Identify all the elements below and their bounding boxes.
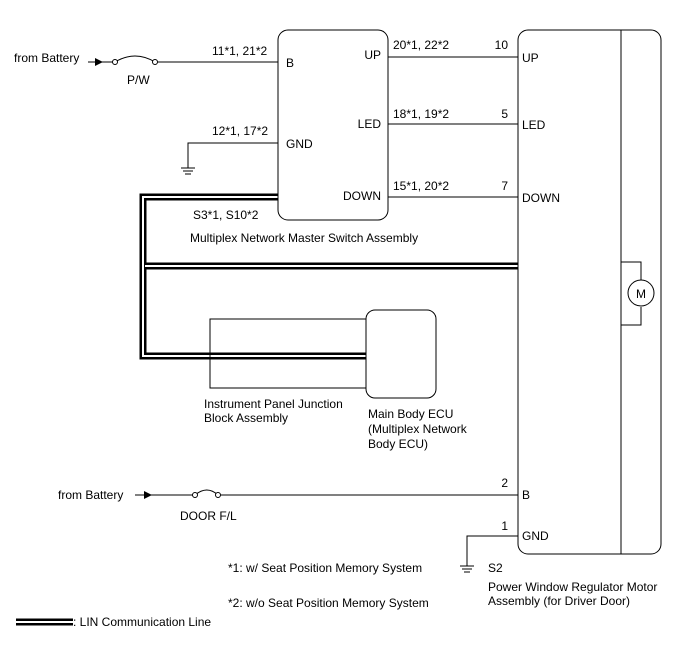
pw-fuse-icon (114, 55, 156, 63)
ecu-name-2: (Multiplex Network (368, 422, 468, 436)
motor-name-2: Assembly (for Driver Door) (488, 594, 630, 608)
ecu-name-3: Body ECU) (368, 437, 428, 451)
motor-up-terminal: UP (522, 51, 539, 65)
battery-feed-bottom (135, 489, 518, 499)
switch-led-terminal: LED (358, 117, 382, 131)
junction-block-name-1: Instrument Panel Junction (204, 397, 343, 411)
motor-led-terminal: LED (522, 118, 546, 132)
legend-lin-label: : LIN Communication Line (73, 615, 211, 629)
footnote-1: *1: w/ Seat Position Memory System (228, 561, 422, 575)
ecu-name-1: Main Body ECU (368, 407, 453, 421)
pin-up-motor: 10 (495, 38, 509, 52)
switch-connector-label: S3*1, S10*2 (193, 208, 259, 222)
motor-gnd-terminal: GND (522, 529, 549, 543)
pin-gnd-motor: 1 (501, 519, 508, 533)
motor-assembly-box (517, 29, 662, 555)
pin-up-switch: 20*1, 22*2 (393, 38, 449, 52)
pin-b-motor: 2 (501, 476, 508, 490)
switch-ground (181, 142, 278, 175)
pin-led-switch: 18*1, 19*2 (393, 107, 449, 121)
lin-communication-line (139, 193, 518, 360)
switch-name-label: Multiplex Network Master Switch Assembly (190, 231, 418, 245)
pin-b-switch: 11*1, 21*2 (212, 44, 267, 58)
door-fuse-label: DOOR F/L (180, 509, 237, 523)
junction-block-name-2: Block Assembly (204, 411, 288, 425)
from-battery-bottom-label: from Battery (58, 488, 123, 502)
battery-feed-top (88, 55, 278, 66)
master-switch-box (277, 29, 389, 221)
motor-icon (621, 261, 655, 326)
pin-led-motor: 5 (501, 107, 508, 121)
pin-gnd-switch: 12*1, 17*2 (212, 124, 268, 138)
switch-motor-wires (388, 56, 518, 198)
main-body-ecu-box (365, 309, 437, 399)
pw-fuse-label: P/W (127, 73, 150, 87)
switch-gnd-terminal: GND (286, 137, 313, 151)
motor-down-terminal: DOWN (522, 191, 560, 205)
pin-down-motor: 7 (501, 179, 508, 193)
switch-down-terminal: DOWN (343, 189, 381, 203)
pin-down-switch: 15*1, 20*2 (393, 179, 449, 193)
motor-ground (460, 535, 518, 573)
motor-name-1: Power Window Regulator Motor (488, 580, 657, 594)
motor-connector-label: S2 (488, 561, 503, 575)
motor-b-terminal: B (522, 488, 530, 502)
switch-b-terminal: B (286, 56, 294, 70)
switch-up-terminal: UP (364, 48, 381, 62)
motor-symbol-label: M (636, 287, 646, 301)
from-battery-top-label: from Battery (14, 51, 79, 65)
footnote-2: *2: w/o Seat Position Memory System (228, 596, 429, 610)
door-fuse-icon (194, 489, 219, 496)
